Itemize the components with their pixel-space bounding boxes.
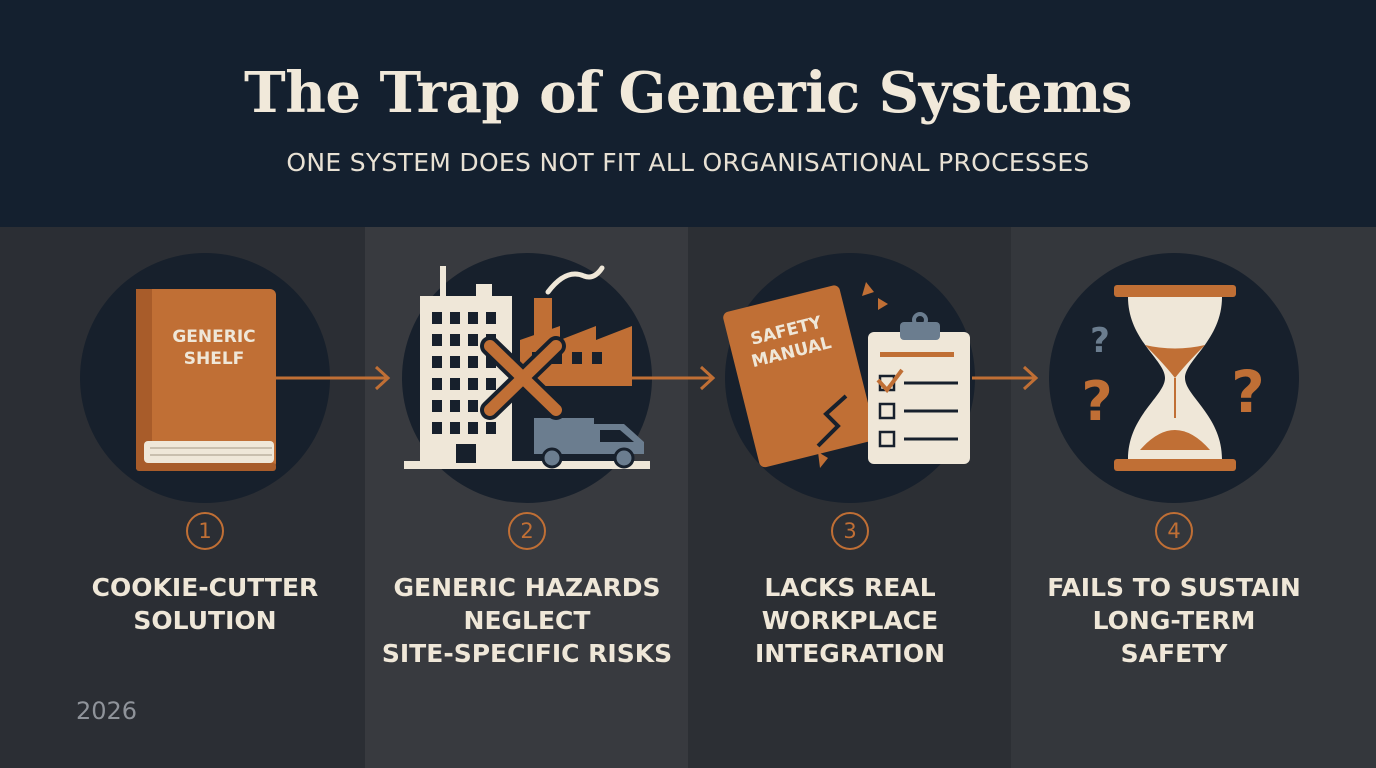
question-mark-icon: ? [1081,370,1112,433]
book-title-line-1: GENERIC [172,327,255,347]
footer-year: 2026 [76,697,138,725]
question-mark-icon: ? [1090,321,1110,361]
page-title: The Trap of Generic Systems [244,60,1132,126]
step-label-4: FAILS TO SUSTAIN LONG-TERM SAFETY [1047,573,1301,668]
header: The Trap of Generic Systems ONE SYSTEM D… [0,0,1376,227]
step-number-badge-3: 3 [831,512,869,550]
page-subtitle: ONE SYSTEM DOES NOT FIT ALL ORGANISATION… [286,148,1090,177]
buildings-factory-truck-icon [404,265,650,469]
step-number-badge-2: 2 [508,512,546,550]
step-number-badge-1: 1 [186,512,224,550]
safety-manual-checklist-icon: SAFETY MANUAL [723,282,970,468]
arrow-icon [972,365,1039,391]
generic-book-icon: GENERIC SHELF [136,289,276,471]
step-label-3: LACKS REAL WORKPLACE INTEGRATION [754,573,946,668]
arrow-icon [628,365,716,391]
book-title-line-2: SHELF [184,349,245,369]
step-number-badge-4: 4 [1155,512,1193,550]
arrow-icon [270,365,391,391]
question-mark-icon: ? [1231,358,1265,426]
hourglass-icon: ? ? ? [1081,285,1265,471]
step-label-1: COOKIE-CUTTER SOLUTION [91,573,319,635]
step-label-2: GENERIC HAZARDS NEGLECT SITE-SPECIFIC RI… [381,573,673,668]
